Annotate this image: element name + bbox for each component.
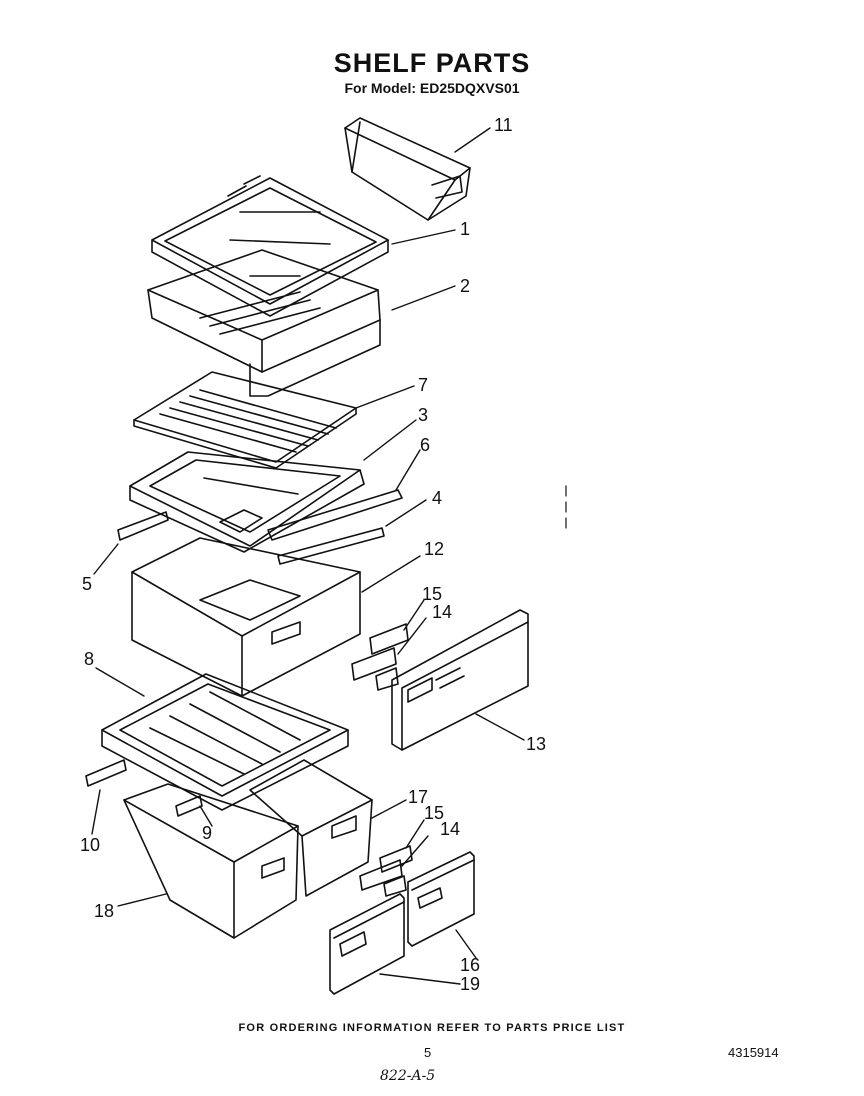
- part-8-lower-shelf: [101, 673, 349, 811]
- callout-14-lower: 14: [440, 819, 461, 839]
- part-11-door-bin: [344, 117, 471, 221]
- callout-15-lower: 15: [424, 803, 445, 823]
- document-number: 4315914: [728, 1045, 779, 1060]
- part-4-rail: [277, 527, 385, 565]
- part-18-lower-drawer-left: [123, 783, 299, 939]
- callout-18: 18: [94, 901, 115, 921]
- part-7-glass-cover: [133, 371, 357, 469]
- part-13-drawer-front: [391, 609, 529, 751]
- part-19-drawer-front: [329, 893, 405, 995]
- ordering-note: FOR ORDERING INFORMATION REFER TO PARTS …: [238, 1022, 626, 1034]
- callout-4: 4: [432, 488, 443, 508]
- part-2-crisper-frame: [147, 249, 381, 397]
- part-3-crisper-cover-frame: [129, 451, 365, 553]
- part-15-slide-upper: [369, 623, 409, 655]
- part-12-crisper-pan: [131, 537, 361, 697]
- part-14-slide-lower: [359, 859, 407, 897]
- callout-11: 11: [494, 115, 513, 135]
- handwritten-note: 822-A-5: [380, 1068, 436, 1084]
- callout-16: 16: [460, 955, 481, 975]
- callout-2: 2: [460, 276, 471, 296]
- callout-8: 8: [84, 649, 95, 669]
- callout-1: 1: [460, 219, 471, 239]
- callout-9: 9: [202, 823, 213, 843]
- callout-12: 12: [424, 539, 445, 559]
- page-number: 5: [424, 1045, 432, 1060]
- callout-15-upper: 15: [422, 584, 443, 604]
- model-line: For Model: ED25DQXVS01: [344, 80, 520, 96]
- callout-17: 17: [408, 787, 429, 807]
- part-9-rail: [175, 795, 203, 817]
- page-title: SHELF PARTS: [333, 48, 531, 78]
- callout-7: 7: [418, 375, 429, 395]
- part-16-drawer-front: [407, 851, 475, 947]
- callout-5: 5: [82, 574, 93, 594]
- leader-lines: [91, 127, 525, 985]
- part-10-rail: [85, 759, 127, 787]
- part-1-glass-shelf: [151, 175, 389, 317]
- part-17-lower-drawer-right: [249, 759, 373, 897]
- part-5-rail: [117, 511, 169, 541]
- callout-10: 10: [80, 835, 101, 855]
- callout-19: 19: [460, 974, 481, 994]
- part-6-rail: [267, 489, 403, 541]
- callout-3: 3: [418, 405, 429, 425]
- callout-6: 6: [420, 435, 431, 455]
- callout-13: 13: [526, 734, 547, 754]
- part-14-slide-upper: [351, 647, 399, 691]
- callout-14-upper: 14: [432, 602, 453, 622]
